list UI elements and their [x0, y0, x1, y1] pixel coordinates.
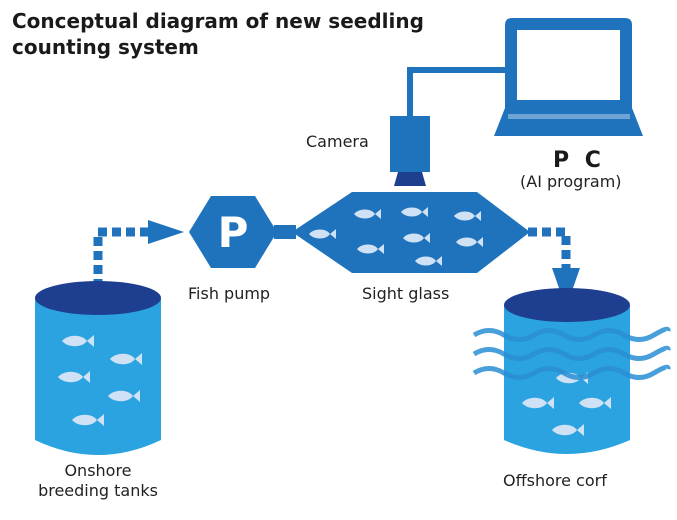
- title-line-1: Conceptual diagram of new seedling: [12, 9, 424, 33]
- sight-glass: [292, 192, 530, 273]
- onshore-label-line-1: Onshore: [64, 461, 132, 480]
- diagram-title: Conceptual diagram of new seedling count…: [12, 8, 432, 60]
- onshore-label: Onshore breeding tanks: [20, 461, 176, 501]
- fish-pump-icon: P: [189, 196, 277, 268]
- offshore-corf: [504, 288, 630, 454]
- pc-camera-cable: [407, 67, 505, 120]
- pc-monitor-icon: [494, 18, 643, 136]
- sight-glass-label: Sight glass: [362, 284, 450, 303]
- pump-connector: [274, 225, 296, 239]
- water-waves: [472, 326, 671, 380]
- title-line-2: counting system: [12, 35, 199, 59]
- camera-icon: [390, 116, 430, 186]
- outlet-pipe: [528, 227, 580, 308]
- onshore-tank: [35, 281, 161, 455]
- fish-pump-label: Fish pump: [188, 284, 271, 303]
- offshore-label: Offshore corf: [503, 471, 607, 490]
- pc-sublabel: (AI program): [520, 172, 622, 191]
- onshore-label-line-2: breeding tanks: [38, 481, 158, 500]
- pump-letter: P: [218, 208, 249, 257]
- camera-label: Camera: [306, 132, 369, 151]
- pc-label: P C: [553, 148, 605, 173]
